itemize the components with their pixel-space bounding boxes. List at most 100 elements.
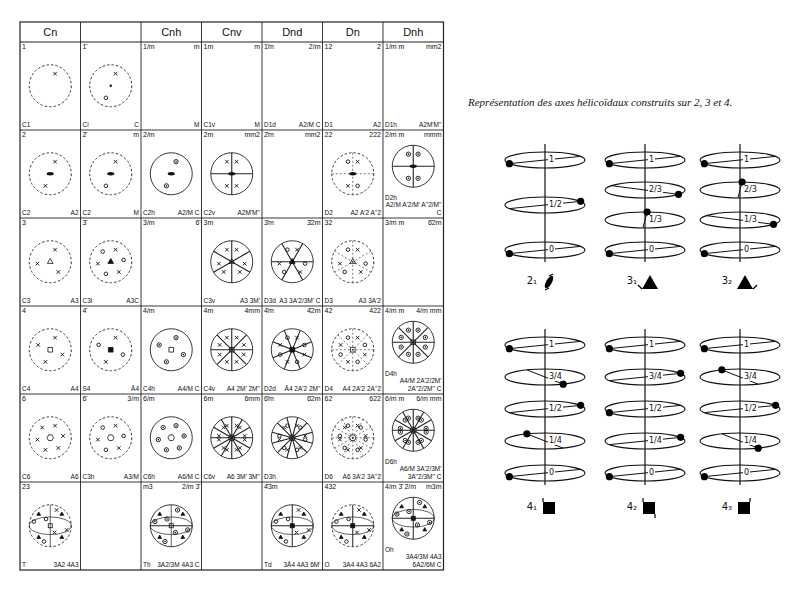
screw-axis-symbol: 4₁ [511,501,537,513]
circle-mark [97,343,101,347]
mirror-line [338,335,368,365]
table-cell: 3̄C3iA3C [81,218,142,306]
cell-top: 23 [20,482,81,491]
twofold-symbol [543,275,555,290]
symmetry-symbol: m [133,131,139,139]
chord-line [509,246,580,253]
dot-circle-mark [400,337,402,339]
cross-mark [243,434,247,438]
cell-bottom: Th3A2/3M 4A3 C [143,561,200,569]
schoenflies-symbol: C2h [143,209,155,217]
axis-symbol [411,516,415,520]
cell-top: 4/m m4/m mm [383,306,444,315]
cell-top: 2̄mmm2 [262,130,323,139]
level-ellipse [605,337,685,353]
cross-mark [235,184,239,188]
cross-mark [235,360,239,364]
cell-top: 1̄m2/m [262,42,323,51]
cell-bottom: D1A2 [325,121,382,129]
symmetry-symbol: 432 [325,483,337,491]
cross-mark [57,270,61,274]
table-cell: 6C6A6 [20,394,81,482]
cross-mark [367,528,371,532]
drawing-stroke [20,218,444,219]
cross-mark [307,528,311,532]
cell-top: 6̄3/m [81,394,142,403]
cross-mark [225,160,229,164]
symmetry-elements: 3A4 4A3 6A2 [343,561,381,569]
cross-mark [96,262,100,266]
axis-symbol [158,512,162,515]
cross-mark [217,434,221,438]
table-cell: 3/m6̄ [141,218,202,306]
fourfold-symbol [749,498,750,502]
column-header-text: Cnh [161,26,181,38]
dot-circle-mark [182,434,186,438]
circle-mark [104,96,108,100]
stereogram-circle [90,241,132,283]
stereogram-circle [271,505,313,547]
cross-mark [359,270,363,274]
cross-mark [36,262,40,266]
table-cell: 6/mC6hA6/M C [141,394,202,482]
fourfold-symbol [543,502,555,514]
level-fraction: 1 [648,155,655,164]
symmetry-symbol: 6̄ [83,395,87,403]
level-fraction: 1 [548,155,555,164]
axis-symbol [47,435,54,441]
cell-top: 1mm [202,42,263,51]
dot-circle-mark [158,439,160,441]
screw-axis [700,329,780,514]
table-cell: 1C1 [20,42,81,130]
table-cell: 4̄m4̄2mD2dĀ4 2A'2 2M'' [262,306,323,394]
symmetry-elements: A2/M C [178,209,200,217]
dot-circle-mark [181,352,185,356]
stereogram [392,321,434,363]
schoenflies-symbol: D4 [325,385,333,393]
dot-circle-mark [158,344,160,346]
schoenflies-symbol: Ci [83,121,89,129]
axis-symbol [108,258,114,263]
level-ellipse [505,242,585,258]
level-ellipse [700,212,780,228]
stereogram [332,505,374,547]
column-header-text: Dn [346,26,360,38]
stereogram-circle [29,153,71,195]
table-cell: 3/m m6̄2m [383,218,444,306]
cell-bottom: C2A2 [22,209,79,217]
cross-mark [225,360,229,364]
cross-mark [235,336,239,340]
circle-mark [104,448,108,452]
circle-mark [345,540,349,544]
symmetry-symbol: 6/m m [385,395,404,403]
cell-bottom: M [143,121,200,129]
dot-circle-mark [406,352,410,356]
schoenflies-symbol: O [325,561,330,569]
cross-mark [225,184,229,188]
axis-symbol [400,505,404,508]
chord-line [509,201,580,208]
symmetry-elements: A6 [71,473,79,481]
axis-symbol [37,512,41,515]
dot-circle-mark [156,437,160,441]
symmetry-symbol: m [194,43,200,51]
dot-circle-mark [417,524,419,526]
dot-circle-mark [407,509,411,513]
chord-line [704,156,775,163]
cross-mark [225,160,229,164]
circle-mark [284,540,288,544]
cross-mark [114,248,118,252]
cross-mark [343,426,347,430]
motif-dot [770,221,777,228]
fourfold-symbol [654,514,655,518]
circle-mark [101,250,105,254]
dot-circle-mark [408,417,410,419]
dot-circle-mark [417,417,419,419]
dot-circle-mark [406,152,410,156]
mirror-line [284,330,300,369]
cross-mark [40,426,44,430]
schoenflies-symbol: Td [264,561,272,569]
cell-top: 6/m [141,394,202,403]
table-cell: 2mmm2C2vA2M'M'' [202,130,263,218]
schoenflies-symbol: D3 [325,297,333,305]
